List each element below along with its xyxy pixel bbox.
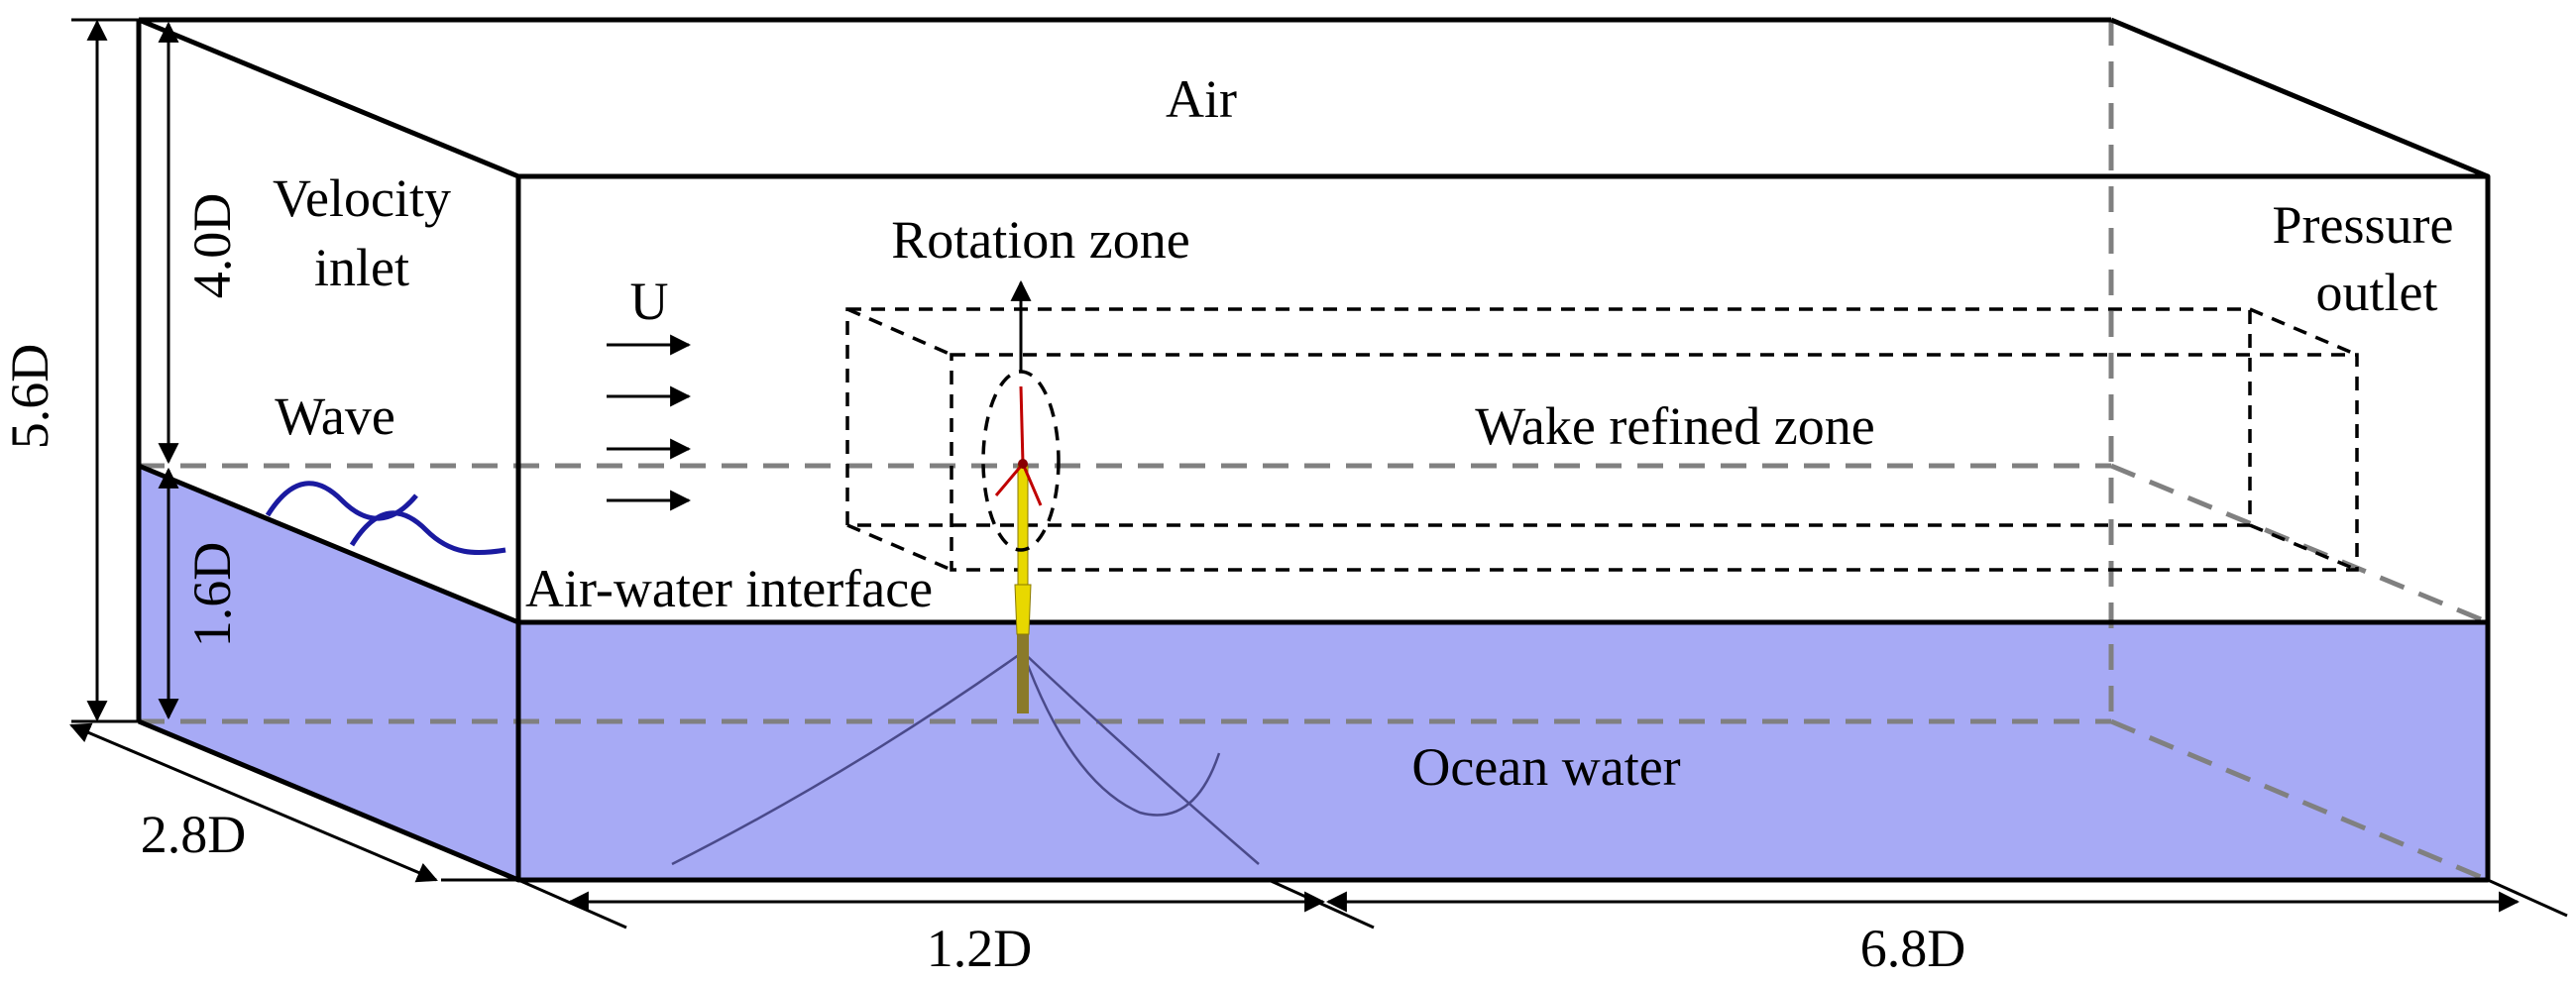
dim-water-depth-label: 1.6D — [182, 542, 242, 648]
velocity-inlet-label-line1: Velocity — [273, 168, 451, 228]
inlet-waterline-diagonal — [138, 463, 519, 625]
region-labels: Air Velocity inlet Pressure outlet Rotat… — [273, 69, 2453, 797]
rotor-blade-up — [1019, 385, 1025, 465]
air-water-interface-label: Air-water interface — [525, 559, 933, 618]
wake-zone-link-bl — [846, 523, 952, 572]
tower-taper — [1014, 584, 1032, 635]
wake-refined-zone-label: Wake refined zone — [1475, 396, 1874, 456]
dimension-lines — [69, 18, 2568, 930]
back-bottom-diagonal — [2110, 718, 2489, 883]
top-right-diagonal — [2110, 17, 2489, 179]
wake-refined-zone-box — [845, 307, 2359, 572]
ocean-water-label: Ocean water — [1411, 737, 1680, 797]
rotor-hub — [1018, 459, 1028, 469]
dim-downstream-label: 6.8D — [1860, 919, 1966, 978]
dim-total-height-label: 5.6D — [0, 344, 59, 450]
dim-width-line — [69, 722, 438, 883]
dim-air-height-label: 4.0D — [182, 193, 242, 299]
wake-zone-link-br — [2249, 523, 2358, 572]
dim-tick-front-left — [517, 878, 627, 930]
wave-icon — [265, 481, 506, 556]
pressure-outlet-label-line2: outlet — [2316, 263, 2438, 322]
mooring-line-left — [671, 650, 1024, 866]
wave-label: Wave — [275, 386, 395, 446]
wave-line-lower — [349, 510, 506, 556]
rotation-zone-label: Rotation zone — [891, 210, 1189, 270]
dim-tick-front-right — [2487, 878, 2568, 918]
inflow-arrows — [607, 334, 692, 511]
hidden-edges — [139, 20, 2489, 883]
top-left-diagonal — [138, 17, 519, 179]
dim-tick-middle — [1268, 878, 1375, 930]
velocity-inlet-label-line2: inlet — [314, 238, 409, 297]
air-label: Air — [1166, 69, 1237, 129]
pressure-outlet-label-line1: Pressure — [2273, 195, 2454, 255]
dimension-labels: 5.6D 4.0D 1.6D 2.8D 1.2D 6.8D — [0, 193, 1965, 978]
water-front-face — [518, 622, 2488, 880]
wind-turbine — [981, 279, 1061, 713]
back-waterline-diagonal — [2110, 463, 2489, 625]
mooring-lines — [671, 650, 1260, 866]
mooring-line-back — [1021, 651, 1221, 817]
wake-zone-back — [950, 353, 2359, 572]
rotor-blade-left — [994, 463, 1025, 496]
rotor-blade-right — [1021, 463, 1043, 506]
mooring-line-right — [1022, 651, 1260, 865]
wake-zone-link-tl — [846, 307, 952, 357]
dim-width-label: 2.8D — [141, 805, 247, 864]
wake-zone-link-tr — [2249, 307, 2358, 357]
dim-upstream-label: 1.2D — [927, 919, 1033, 978]
ocean-water-volume — [139, 466, 2488, 880]
flow-speed-label: U — [630, 272, 669, 331]
